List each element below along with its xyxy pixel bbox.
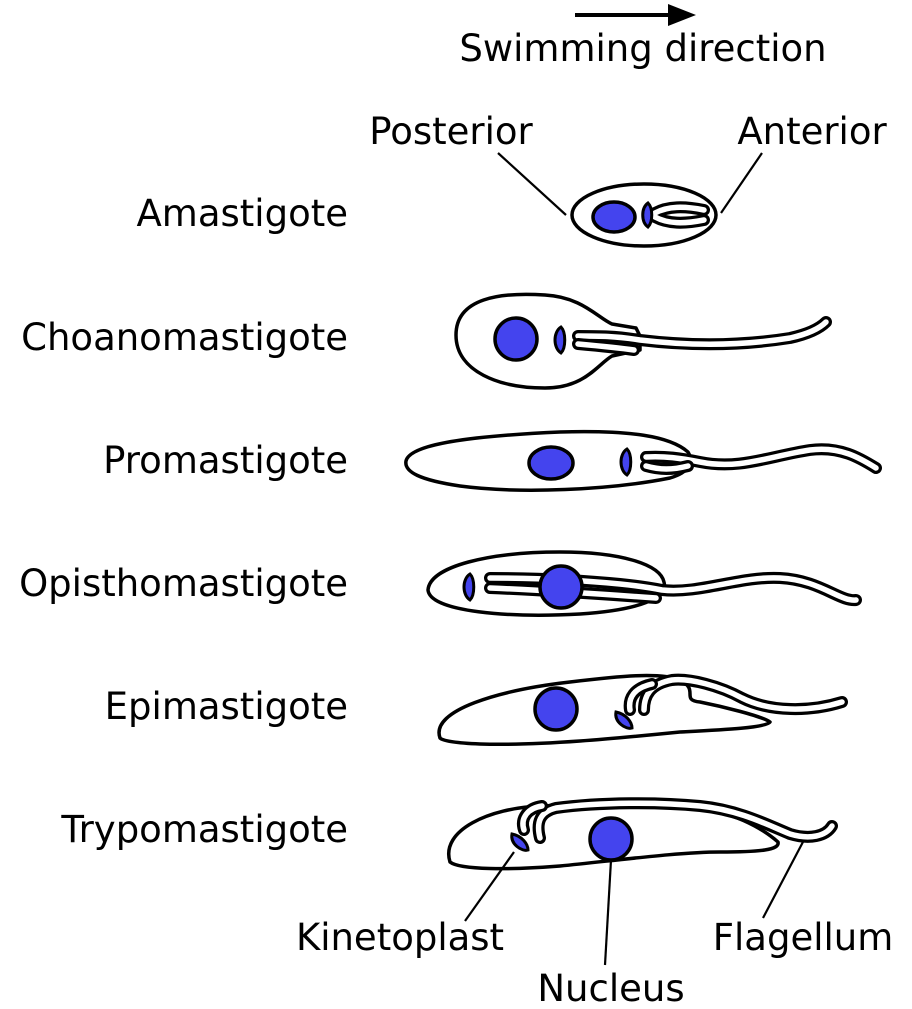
promastigote-kinetoplast bbox=[621, 449, 631, 475]
choanomastigote-cell bbox=[456, 294, 826, 388]
anterior-label: Anterior bbox=[737, 110, 887, 153]
opisthomastigote-cell bbox=[428, 552, 856, 615]
swimming-direction-label: Swimming direction bbox=[459, 27, 826, 70]
right-arrow-icon bbox=[575, 4, 696, 26]
flagellum-leader-line bbox=[763, 840, 804, 918]
amastigote-kinetoplast bbox=[643, 203, 652, 227]
choanomastigote-nucleus bbox=[495, 318, 537, 360]
form-label-promastigote: Promastigote bbox=[103, 439, 348, 482]
epimastigote-nucleus bbox=[535, 688, 577, 730]
trypomastigote-cell bbox=[449, 803, 832, 868]
choanomastigote-kinetoplast bbox=[555, 327, 565, 353]
form-label-opisthomastigote: Opisthomastigote bbox=[19, 562, 348, 605]
epimastigote-cell bbox=[439, 676, 842, 745]
promastigote-cell bbox=[406, 432, 876, 491]
form-label-epimastigote: Epimastigote bbox=[105, 685, 348, 728]
nucleus-label: Nucleus bbox=[537, 967, 684, 1009]
opisthomastigote-kinetoplast bbox=[464, 574, 474, 600]
amastigote-cell bbox=[572, 184, 716, 246]
promastigote-nucleus bbox=[529, 447, 573, 479]
posterior-label: Posterior bbox=[369, 110, 533, 153]
trypomastigote-nucleus bbox=[590, 818, 632, 860]
nucleus-leader-line bbox=[605, 860, 611, 965]
opisthomastigote-nucleus bbox=[540, 566, 582, 608]
posterior-leader-line bbox=[498, 153, 566, 215]
kinetoplast-label: Kinetoplast bbox=[296, 916, 504, 959]
form-label-choanomastigote: Choanomastigote bbox=[21, 316, 348, 359]
flagellum-label: Flagellum bbox=[713, 916, 894, 959]
anterior-leader-line bbox=[721, 153, 762, 213]
form-label-amastigote: Amastigote bbox=[137, 192, 349, 235]
form-label-trypomastigote: Trypomastigote bbox=[60, 808, 348, 851]
amastigote-nucleus bbox=[593, 202, 635, 232]
